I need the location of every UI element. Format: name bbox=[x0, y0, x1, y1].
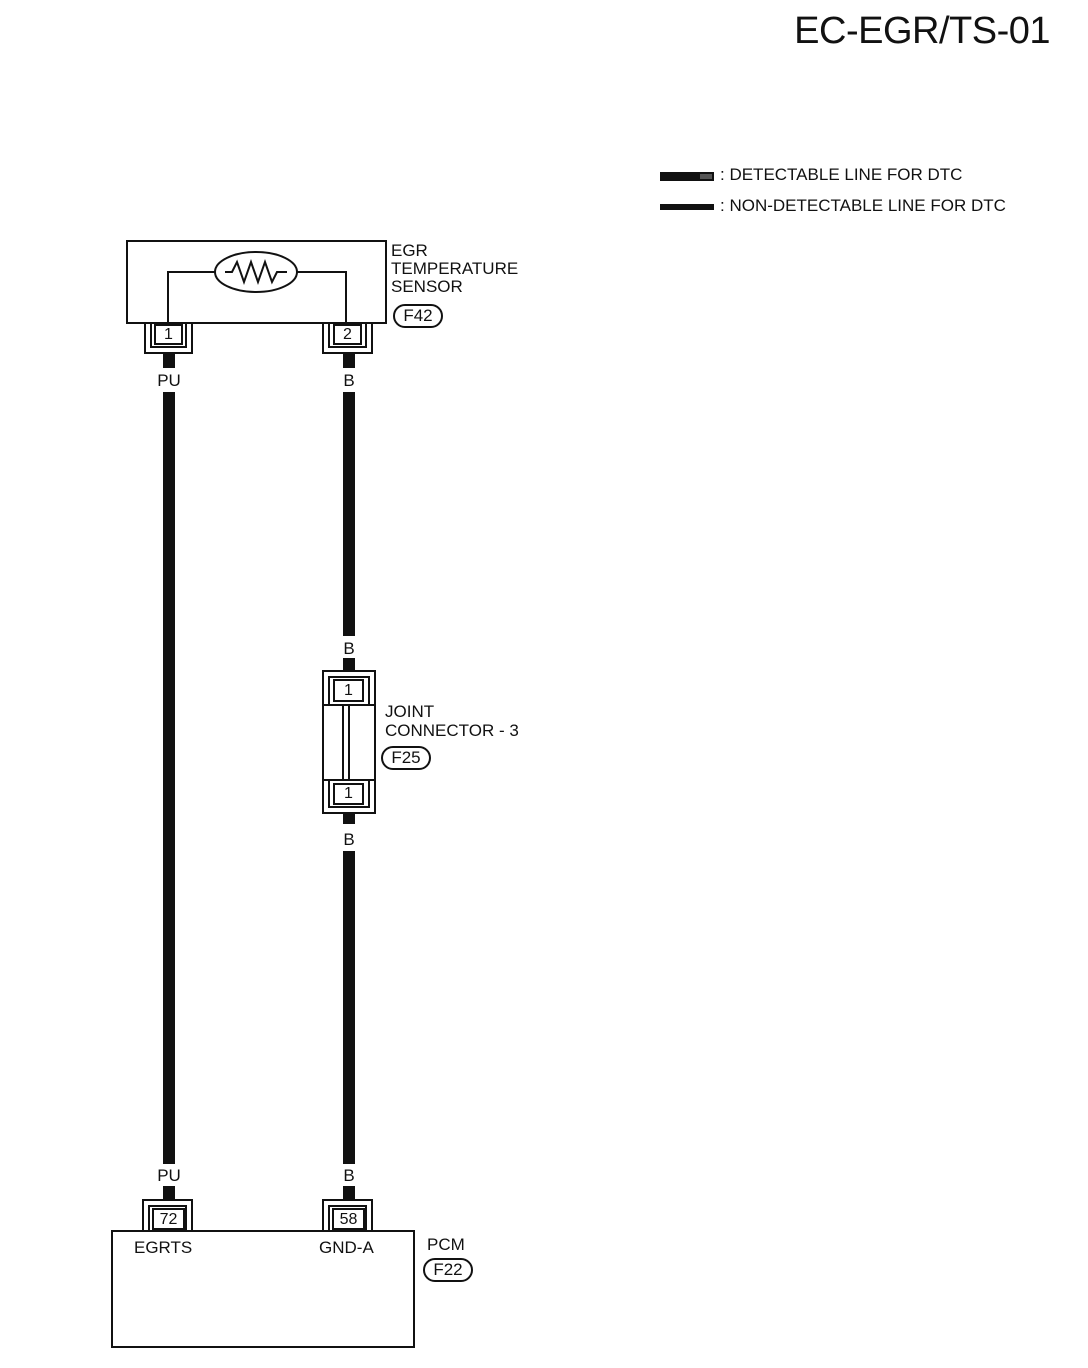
wire-pu bbox=[163, 392, 175, 1164]
sensor-name-line-3: SENSOR bbox=[391, 277, 463, 296]
wire-pu-stub-bottom bbox=[163, 1186, 175, 1200]
pcm-terminal-egrts: EGRTS bbox=[134, 1238, 193, 1257]
connector-id-f42-oval bbox=[393, 304, 443, 328]
wire-color-label-pu-top: PU bbox=[157, 371, 181, 390]
pcm-terminal-gnd-a: GND-A bbox=[319, 1238, 374, 1257]
legend-non-detectable-swatch bbox=[660, 204, 714, 210]
joint-connector-id: F25 bbox=[391, 748, 421, 767]
wire-b-stub-joint-bottom bbox=[343, 814, 355, 824]
connector-id-f22-oval bbox=[423, 1258, 473, 1282]
sensor-pin-2-label: 2 bbox=[343, 326, 352, 343]
wire-pu-stub-top bbox=[163, 354, 175, 368]
wire-b-stub-top bbox=[343, 354, 355, 368]
sensor-pin-2-connector bbox=[322, 323, 373, 354]
egr-sensor-box bbox=[126, 240, 387, 324]
pcm-pin-58-connector bbox=[322, 1199, 373, 1231]
wire-color-label-pu-bottom: PU bbox=[157, 1166, 181, 1185]
pcm-box bbox=[111, 1230, 415, 1348]
wire-b-stub-joint-top bbox=[343, 658, 355, 670]
pcm-pin-58-label: 58 bbox=[339, 1211, 358, 1228]
legend-detectable-swatch bbox=[660, 172, 714, 181]
pcm-name: PCM bbox=[427, 1235, 465, 1254]
wire-color-label-b-joint-bottom: B bbox=[343, 830, 355, 849]
wire-b-stub-bottom bbox=[343, 1186, 355, 1200]
thermistor-icon bbox=[167, 251, 347, 323]
pcm-connector-id: F22 bbox=[433, 1260, 463, 1279]
wire-b-upper bbox=[343, 392, 355, 636]
wire-color-label-b-top: B bbox=[343, 371, 355, 390]
joint-connector bbox=[322, 670, 376, 814]
wire-color-label-b-joint-top: B bbox=[343, 639, 355, 658]
joint-pin-top-label: 1 bbox=[344, 682, 353, 699]
sensor-pin-1-connector bbox=[144, 323, 193, 354]
sensor-pin-1-label: 1 bbox=[164, 326, 173, 343]
sensor-name-line-2: TEMPERATURE bbox=[391, 259, 519, 278]
joint-pin-bottom-label: 1 bbox=[344, 785, 353, 802]
pcm-pin-72-label: 72 bbox=[159, 1211, 178, 1228]
connector-id-f25-oval bbox=[381, 746, 431, 770]
legend-non-detectable-label: : NON-DETECTABLE LINE FOR DTC bbox=[720, 196, 1006, 215]
pcm-pin-72-connector bbox=[142, 1199, 193, 1231]
page-title: EC-EGR/TS-01 bbox=[794, 10, 1050, 52]
sensor-name-line-1: EGR bbox=[391, 241, 428, 260]
legend-detectable-label: : DETECTABLE LINE FOR DTC bbox=[720, 165, 963, 184]
joint-name-line-1: JOINT bbox=[385, 702, 435, 721]
joint-name-line-2: CONNECTOR - 3 bbox=[385, 721, 519, 740]
wire-b-lower bbox=[343, 851, 355, 1164]
wire-color-label-b-bottom: B bbox=[343, 1166, 355, 1185]
sensor-connector-id: F42 bbox=[403, 306, 433, 325]
